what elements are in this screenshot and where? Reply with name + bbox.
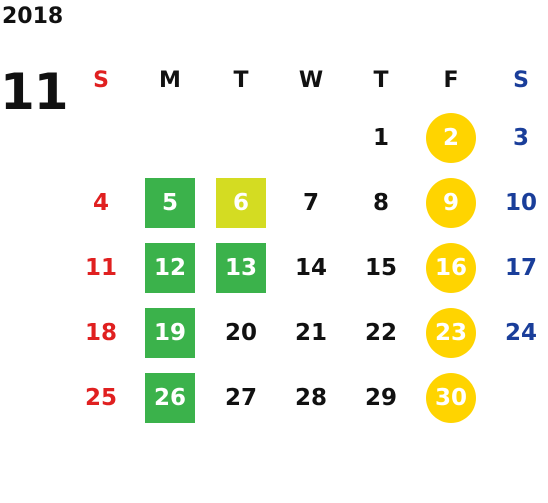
day-cell: 12: [134, 235, 206, 300]
day-number: 25: [84, 384, 117, 411]
day-number: 10: [504, 189, 537, 216]
day-cell: 23: [416, 300, 486, 365]
day-number-circled: 9: [426, 177, 476, 228]
day-cell: [68, 105, 134, 170]
day-number-highlighted: 13: [216, 242, 266, 293]
day-cell: 17: [486, 235, 548, 300]
weekday-header-wednesday: W: [298, 67, 324, 93]
day-number: 14: [294, 254, 327, 281]
day-cell: 7: [276, 170, 346, 235]
day-number: 24: [504, 319, 537, 346]
day-number-highlighted: 5: [145, 177, 195, 228]
day-cell: 8: [346, 170, 416, 235]
day-number: 28: [294, 384, 327, 411]
day-cell: 11: [68, 235, 134, 300]
calendar-grid: S M T W T F S 1 2 3 4 5 6 7 8 9 10 11 12…: [68, 55, 548, 430]
day-number: 4: [92, 189, 109, 216]
day-cell: 26: [134, 365, 206, 430]
day-number: 8: [372, 189, 389, 216]
day-cell: 6: [206, 170, 276, 235]
day-cell: 14: [276, 235, 346, 300]
day-number: 18: [84, 319, 117, 346]
day-number-highlighted: 6: [216, 177, 266, 228]
day-number-highlighted: 12: [145, 242, 195, 293]
day-cell: 20: [206, 300, 276, 365]
day-number: 7: [302, 189, 319, 216]
day-cell: 18: [68, 300, 134, 365]
day-number-highlighted: 26: [145, 372, 195, 423]
day-cell: 3: [486, 105, 548, 170]
day-cell: 29: [346, 365, 416, 430]
day-number: 15: [364, 254, 397, 281]
day-cell: 22: [346, 300, 416, 365]
day-number-circled: 16: [426, 242, 476, 293]
day-number: 29: [364, 384, 397, 411]
day-number: 22: [364, 319, 397, 346]
day-number: 17: [504, 254, 537, 281]
day-cell: 19: [134, 300, 206, 365]
day-number-circled: 23: [426, 307, 476, 358]
weekday-header-thursday: T: [373, 67, 389, 93]
day-cell: [276, 105, 346, 170]
day-number: 3: [512, 124, 529, 151]
month-number: 11: [0, 63, 69, 121]
day-number: 20: [224, 319, 257, 346]
day-cell: 25: [68, 365, 134, 430]
day-number: 21: [294, 319, 327, 346]
weekday-header-friday: F: [443, 67, 459, 93]
day-number: 27: [224, 384, 257, 411]
day-cell: 21: [276, 300, 346, 365]
day-cell: 1: [346, 105, 416, 170]
day-cell: [134, 105, 206, 170]
day-cell: [206, 105, 276, 170]
day-cell: 30: [416, 365, 486, 430]
day-cell: 4: [68, 170, 134, 235]
day-cell: 5: [134, 170, 206, 235]
day-cell: 9: [416, 170, 486, 235]
weekday-header-tuesday: T: [233, 67, 249, 93]
weekday-header-monday: M: [159, 67, 181, 93]
day-cell: 13: [206, 235, 276, 300]
day-cell: 27: [206, 365, 276, 430]
weekday-header-sunday: S: [93, 67, 109, 93]
day-cell: [486, 365, 548, 430]
day-cell: 2: [416, 105, 486, 170]
day-number-highlighted: 19: [145, 307, 195, 358]
day-cell: 15: [346, 235, 416, 300]
day-cell: 16: [416, 235, 486, 300]
year-label: 2018: [2, 4, 64, 29]
day-number: 11: [84, 254, 117, 281]
day-cell: 28: [276, 365, 346, 430]
day-number-circled: 2: [426, 112, 476, 163]
weekday-header-saturday: S: [513, 67, 529, 93]
day-cell: 24: [486, 300, 548, 365]
day-cell: 10: [486, 170, 548, 235]
day-number-circled: 30: [426, 372, 476, 423]
day-number: 1: [372, 124, 389, 151]
